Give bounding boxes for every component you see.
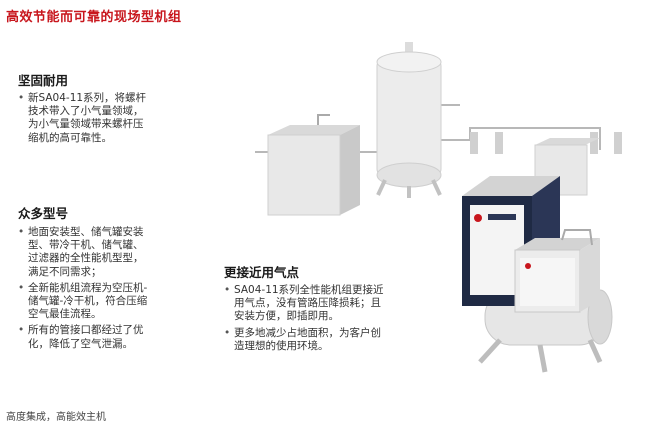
dryer-cabinet-icon — [267, 114, 360, 216]
list-item: 更多地减少占地面积，为客户创 造理想的使用环境。 — [224, 327, 449, 353]
page-title: 高效节能而可靠的现场型机组 — [6, 10, 182, 25]
section-list-models: 地面安装型、储气罐安装 型、带冷干机、储气罐、 过滤器的全性能机型型， 满足不同… — [18, 226, 218, 354]
section-heading-point-of-use: 更接近用气点 — [224, 265, 300, 280]
section-heading-durable: 坚固耐用 — [18, 73, 69, 88]
vertical-air-tank-icon — [376, 42, 442, 198]
section-heading-models: 众多型号 — [18, 206, 69, 221]
small-cabinet-icon — [534, 138, 600, 196]
section-list-durable: 新SA04-11系列，将螺杆 技术带入了小气量领域， 为小气量领域带来螺杆压 缩… — [18, 92, 218, 148]
compressor-unit-icon — [462, 176, 613, 373]
filter-units-icon — [470, 132, 622, 154]
list-item: 地面安装型、储气罐安装 型、带冷干机、储气罐、 过滤器的全性能机型型， 满足不同… — [18, 226, 218, 279]
list-item: 新SA04-11系列，将螺杆 技术带入了小气量领域， 为小气量领域带来螺杆压 缩… — [18, 92, 218, 145]
list-item: 全新能机组流程为空压机- 储气罐-冷干机，符合压缩 空气最佳流程。 — [18, 282, 218, 322]
section-list-point-of-use: SA04-11系列全性能机组更接近 用气点，没有管路压降损耗；且 安装方便，即插… — [224, 284, 449, 356]
footer-caption: 高度集成，高能效主机 — [6, 412, 106, 423]
list-item: SA04-11系列全性能机组更接近 用气点，没有管路压降损耗；且 安装方便，即插… — [224, 284, 449, 324]
list-item: 所有的管接口都经过了优 化，降低了空气泄漏。 — [18, 324, 218, 350]
